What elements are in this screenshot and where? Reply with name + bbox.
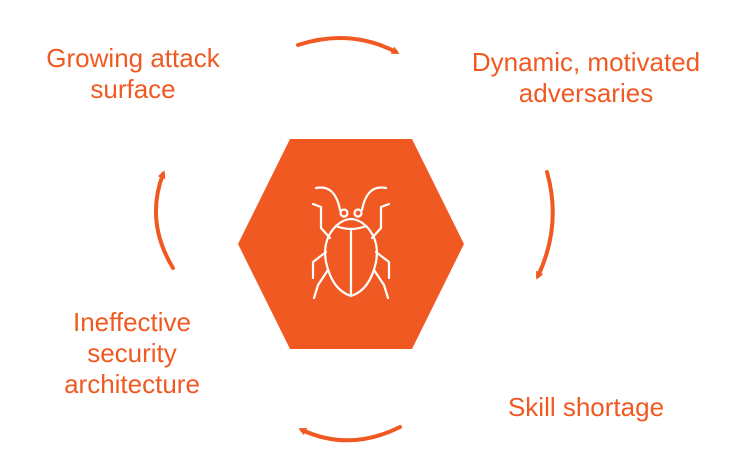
label-skill-shortage: Skill shortage — [480, 392, 692, 423]
label-line: Growing attack — [46, 43, 220, 73]
arrow-bottom — [298, 425, 402, 443]
label-line: Ineffective — [72, 307, 192, 337]
label-ineffective-architecture: Ineffective security architecture — [30, 307, 234, 400]
label-growing-attack-surface: Growing attack surface — [18, 43, 248, 105]
arrow-right — [536, 170, 555, 280]
arrow-left — [153, 170, 175, 270]
label-line: Dynamic, motivated — [471, 47, 701, 77]
bug-icon — [311, 186, 391, 300]
label-dynamic-adversaries: Dynamic, motivated adversaries — [440, 47, 732, 109]
label-line: Skill shortage — [507, 392, 665, 422]
arrow-top — [296, 36, 400, 54]
label-line: adversaries — [518, 78, 654, 108]
label-line: architecture — [64, 369, 200, 399]
label-line: surface — [90, 74, 176, 104]
cycle-arrows — [153, 36, 555, 443]
label-line: security — [87, 338, 177, 368]
